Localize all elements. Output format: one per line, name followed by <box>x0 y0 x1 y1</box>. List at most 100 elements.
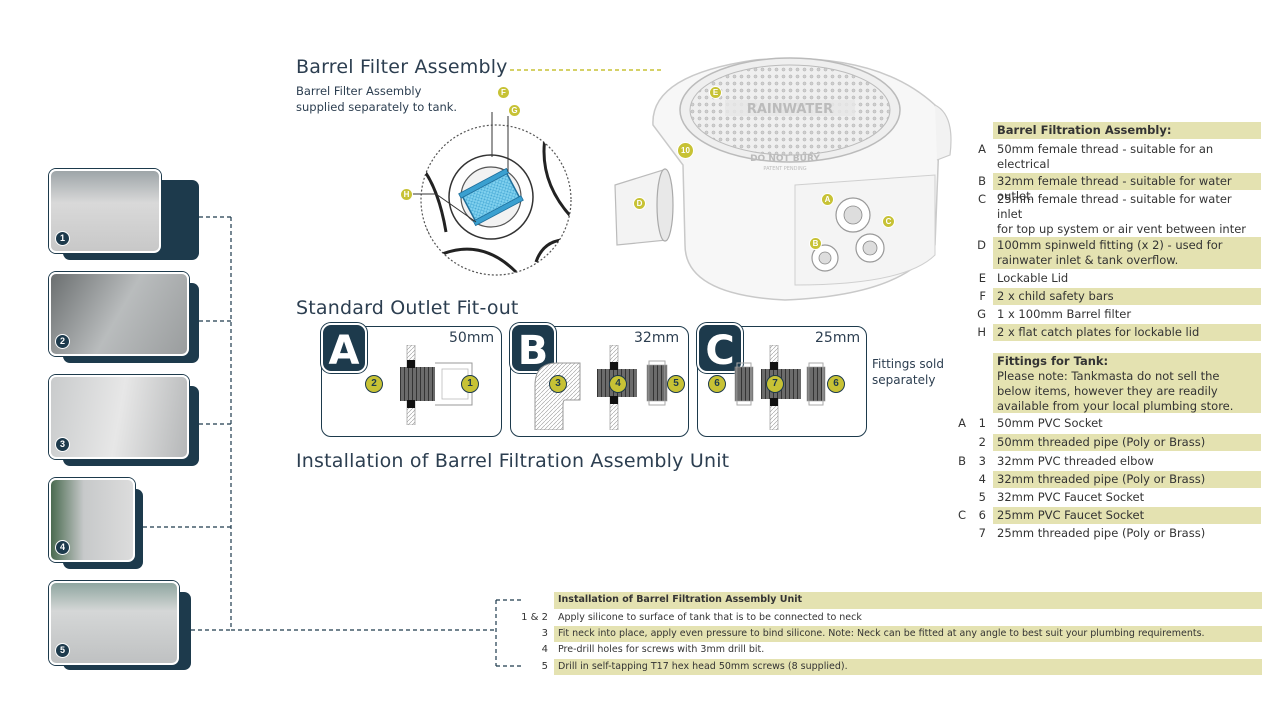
photo-image <box>49 272 189 356</box>
fitting-item-1: 50mm PVC Socket <box>997 416 1103 430</box>
tank-callout-c: C <box>882 215 895 228</box>
fit-a-part-1: 1 <box>461 375 479 393</box>
assembly-item-c: 25mm female thread - suitable for water … <box>993 191 1261 251</box>
fitting-group-c: C <box>957 508 966 522</box>
fit-letter-a: A <box>321 323 367 374</box>
fittings-sold-line-1: Fittings sold <box>872 357 944 371</box>
callout-f: F <box>497 86 510 99</box>
assembly-item-h: 2 x flat catch plates for lockable lid <box>993 324 1261 341</box>
fit-size-b: 32mm <box>634 330 680 346</box>
assembly-key-c: C <box>977 192 986 206</box>
assembly-key-a: A <box>978 142 986 156</box>
line: 1 x 100mm Barrel filter <box>997 307 1132 321</box>
fittings-note-line: Please note: Tankmasta do not sell the <box>997 369 1220 383</box>
barrel-note-line-1: Barrel Filter Assembly <box>296 84 422 98</box>
fit-letter-c: C <box>697 323 743 374</box>
fittings-note-line: available from your local plumbing store… <box>997 399 1234 413</box>
install-step-2: Fit neck into place, apply even pressure… <box>554 626 1262 642</box>
line: 32mm female thread - suitable for water … <box>997 174 1232 203</box>
assembly-key-h: H <box>977 325 986 339</box>
photo-image <box>49 375 189 459</box>
line: 100mm spinweld fitting (x 2) - used for <box>997 238 1223 252</box>
line: 2 x flat catch plates for lockable lid <box>997 325 1200 339</box>
fittings-header: Fittings for Tank: <box>997 354 1109 368</box>
fitting-group-b: B <box>958 454 966 468</box>
tank-callout-e: E <box>709 86 722 99</box>
fit-size-a: 50mm <box>449 330 495 346</box>
barrel-note-line-2: supplied separately to tank. <box>296 100 458 114</box>
fitting-item-6: 25mm PVC Faucet Socket <box>993 507 1261 524</box>
callout-g: G <box>508 104 521 117</box>
standard-outlet-title: Standard Outlet Fit-out <box>296 297 519 319</box>
assembly-item-e: Lockable Lid <box>993 270 1261 287</box>
fitting-item-2: 50mm threaded pipe (Poly or Brass) <box>993 434 1261 451</box>
install-step-3: Pre-drill holes for screws with 3mm dril… <box>558 644 765 655</box>
fittings-header-block: Fittings for Tank:Please note: Tankmasta… <box>993 353 1261 413</box>
line: 2 x child safety bars <box>997 289 1114 303</box>
fit-c-part-7: 7 <box>766 375 784 393</box>
installation-title: Installation of Barrel Filtration Assemb… <box>296 450 730 472</box>
fitting-item-4: 32mm threaded pipe (Poly or Brass) <box>993 471 1261 488</box>
photo-step-number: 1 <box>55 231 70 246</box>
barrel-filter-detail <box>409 112 572 276</box>
fit-b-part-3: 3 <box>549 375 567 393</box>
photo-step-number: 3 <box>55 437 70 452</box>
fitting-num-2: 2 <box>978 435 986 449</box>
fitting-num-4: 4 <box>978 472 986 486</box>
assembly-key-f: F <box>979 289 986 303</box>
assembly-key-b: B <box>978 174 986 188</box>
fittings-note-line: below items, however they are readily <box>997 384 1218 398</box>
assembly-key-g: G <box>977 307 986 321</box>
callout-h: H <box>400 188 413 201</box>
assembly-header: Barrel Filtration Assembly: <box>993 122 1261 139</box>
line: 50mm female thread - suitable for an ele… <box>997 142 1214 171</box>
fittings-sold-line-2: separately <box>872 373 936 387</box>
line: 25mm female thread - suitable for water … <box>997 192 1232 221</box>
tank-callout-10: 10 <box>677 142 694 159</box>
barrel-assembly-title: Barrel Filter Assembly <box>296 56 508 78</box>
assembly-item-g: 1 x 100mm Barrel filter <box>993 306 1261 323</box>
fitting-group-a: A <box>958 416 966 430</box>
fitting-num-5: 5 <box>978 490 986 504</box>
fit-b-part-5: 5 <box>667 375 685 393</box>
fit-c-part-6-left: 6 <box>708 375 726 393</box>
line: Lockable Lid <box>997 271 1069 285</box>
tank-patent-text: PATENT PENDING <box>763 166 806 172</box>
tank-illustration: RAINWATER DO NOT BURY PATENT PENDING <box>614 57 952 301</box>
assembly-item-f: 2 x child safety bars <box>993 288 1261 305</box>
photo-step-number: 2 <box>55 334 70 349</box>
tank-callout-b: B <box>809 237 822 250</box>
install-step-key-3: 4 <box>541 644 548 655</box>
install-step-1: Apply silicone to surface of tank that i… <box>558 612 862 623</box>
fit-size-c: 25mm <box>815 330 861 346</box>
install-table-header: Installation of Barrel Filtration Assemb… <box>554 592 1262 609</box>
photo-image <box>49 581 179 665</box>
fitting-num-1: 1 <box>978 416 986 430</box>
tank-callout-d: D <box>633 197 646 210</box>
fitting-item-5: 32mm PVC Faucet Socket <box>997 490 1145 504</box>
fitting-num-7: 7 <box>978 526 986 540</box>
barrel-assembly-note: Barrel Filter Assembly supplied separate… <box>296 83 457 115</box>
install-step-4: Drill in self-tapping T17 hex head 50mm … <box>554 659 1262 675</box>
line: for top up system or air vent between in… <box>997 222 1247 236</box>
fitting-item-3: 32mm PVC threaded elbow <box>997 454 1154 468</box>
assembly-item-a: 50mm female thread - suitable for an ele… <box>993 141 1261 186</box>
tank-lid-text: RAINWATER <box>747 102 833 117</box>
photo-step-number: 5 <box>55 643 70 658</box>
fittings-sold-note: Fittings sold separately <box>872 356 944 388</box>
tank-warning-text: DO NOT BURY <box>750 154 820 164</box>
assembly-item-b: 32mm female thread - suitable for water … <box>993 173 1261 203</box>
fit-a-part-2: 2 <box>365 375 383 393</box>
fitting-num-6: 6 <box>978 508 986 522</box>
barrel-title-dashed-line <box>510 69 662 71</box>
install-step-key-4: 5 <box>541 661 548 672</box>
line: rainwater inlet & tank overflow. <box>997 253 1179 267</box>
fit-b-part-4: 4 <box>609 375 627 393</box>
install-step-key-2: 3 <box>541 628 548 639</box>
fit-c-part-6-right: 6 <box>827 375 845 393</box>
fitting-num-3: 3 <box>978 454 986 468</box>
fitting-item-7: 25mm threaded pipe (Poly or Brass) <box>997 526 1206 540</box>
assembly-key-d: D <box>977 238 986 252</box>
